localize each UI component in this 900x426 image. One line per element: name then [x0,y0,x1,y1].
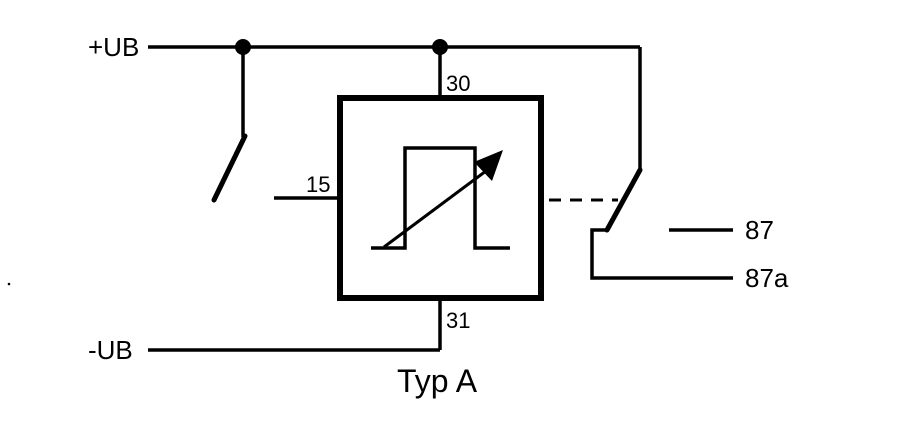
relay-box [337,95,544,301]
adjust-arrow-shaft [383,166,491,249]
pin-87a-path [590,228,733,280]
pin-87a-label: 87a [745,263,789,293]
pulse-symbol [371,146,510,250]
output-contact-blade [604,167,643,233]
pin-15-label: 15 [306,172,330,197]
pin-31-label: 31 [446,308,470,333]
minus-ub-label: -UB [88,335,133,365]
plus-ub-label: +UB [88,32,139,62]
diagram-caption: Typ A [397,363,478,399]
adjust-arrow-head [474,150,503,181]
stray-dot [7,282,11,286]
left-switch-blade [211,133,248,203]
pin-87-label: 87 [745,215,774,245]
pin-30-label: 30 [446,71,470,96]
